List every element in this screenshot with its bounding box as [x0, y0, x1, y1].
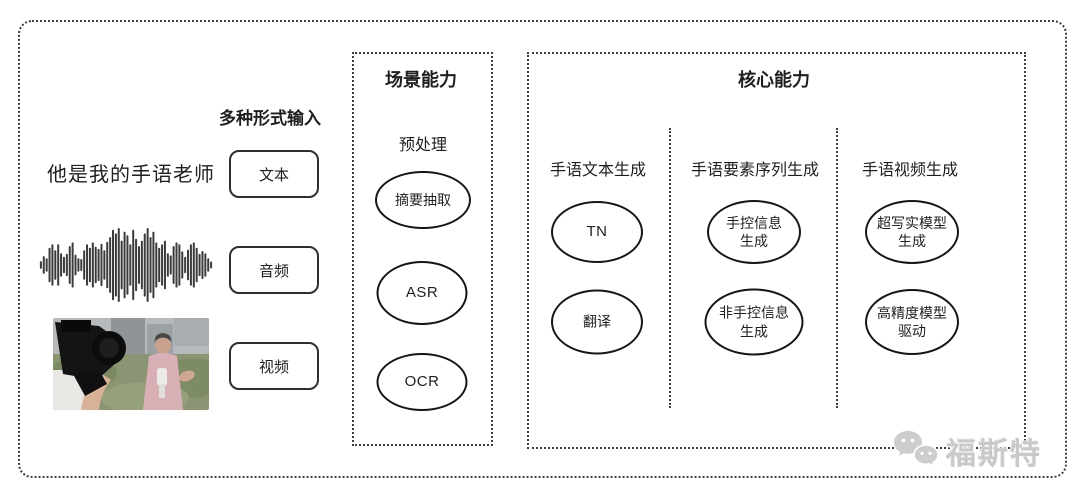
core-box-title: 核心能力: [738, 70, 810, 90]
scene-box-subtitle: 预处理: [398, 137, 448, 154]
video-thumbnail: [53, 318, 209, 410]
input-button-audio: 音频: [229, 246, 319, 294]
chat-bubbles-icon: [894, 431, 939, 468]
watermark: 福斯特: [892, 429, 1042, 473]
node-summary-extraction: 摘要抽取: [375, 171, 471, 229]
node-translation: 翻译: [551, 289, 643, 355]
diagram-outer-frame: [18, 20, 1067, 478]
text-input-sample: 他是我的手语老师: [47, 164, 215, 186]
node-asr: ASR: [376, 261, 468, 325]
input-section-title: 多种形式输入: [219, 109, 321, 128]
core-column-divider-2: [836, 128, 838, 408]
input-button-text: 文本: [229, 150, 319, 198]
scene-capability-box: [352, 52, 493, 446]
input-button-text-label: 文本: [258, 166, 289, 184]
node-tn: TN: [551, 201, 643, 263]
node-non-manual-info-generation: 非手控信息 生成: [704, 288, 804, 356]
scene-box-title: 场景能力: [385, 70, 457, 90]
column-header-sign-video: 手语视频生成: [861, 162, 959, 179]
node-high-precision-model-driving: 高精度模型 驱动: [865, 289, 959, 355]
watermark-text: 福斯特: [946, 438, 1042, 471]
node-manual-info-generation: 手控信息 生成: [707, 200, 801, 264]
input-button-audio-label: 音频: [258, 262, 289, 280]
audio-waveform: [39, 228, 213, 302]
input-button-video: 视频: [229, 342, 319, 390]
column-header-sign-text: 手语文本生成: [549, 162, 647, 179]
node-hyperrealistic-model-generation: 超写实模型 生成: [865, 200, 959, 264]
column-header-sign-elements: 手语要素序列生成: [690, 162, 820, 179]
node-ocr: OCR: [376, 353, 468, 411]
core-capability-box: [527, 52, 1026, 449]
input-button-video-label: 视频: [258, 358, 289, 376]
core-column-divider-1: [669, 128, 671, 408]
